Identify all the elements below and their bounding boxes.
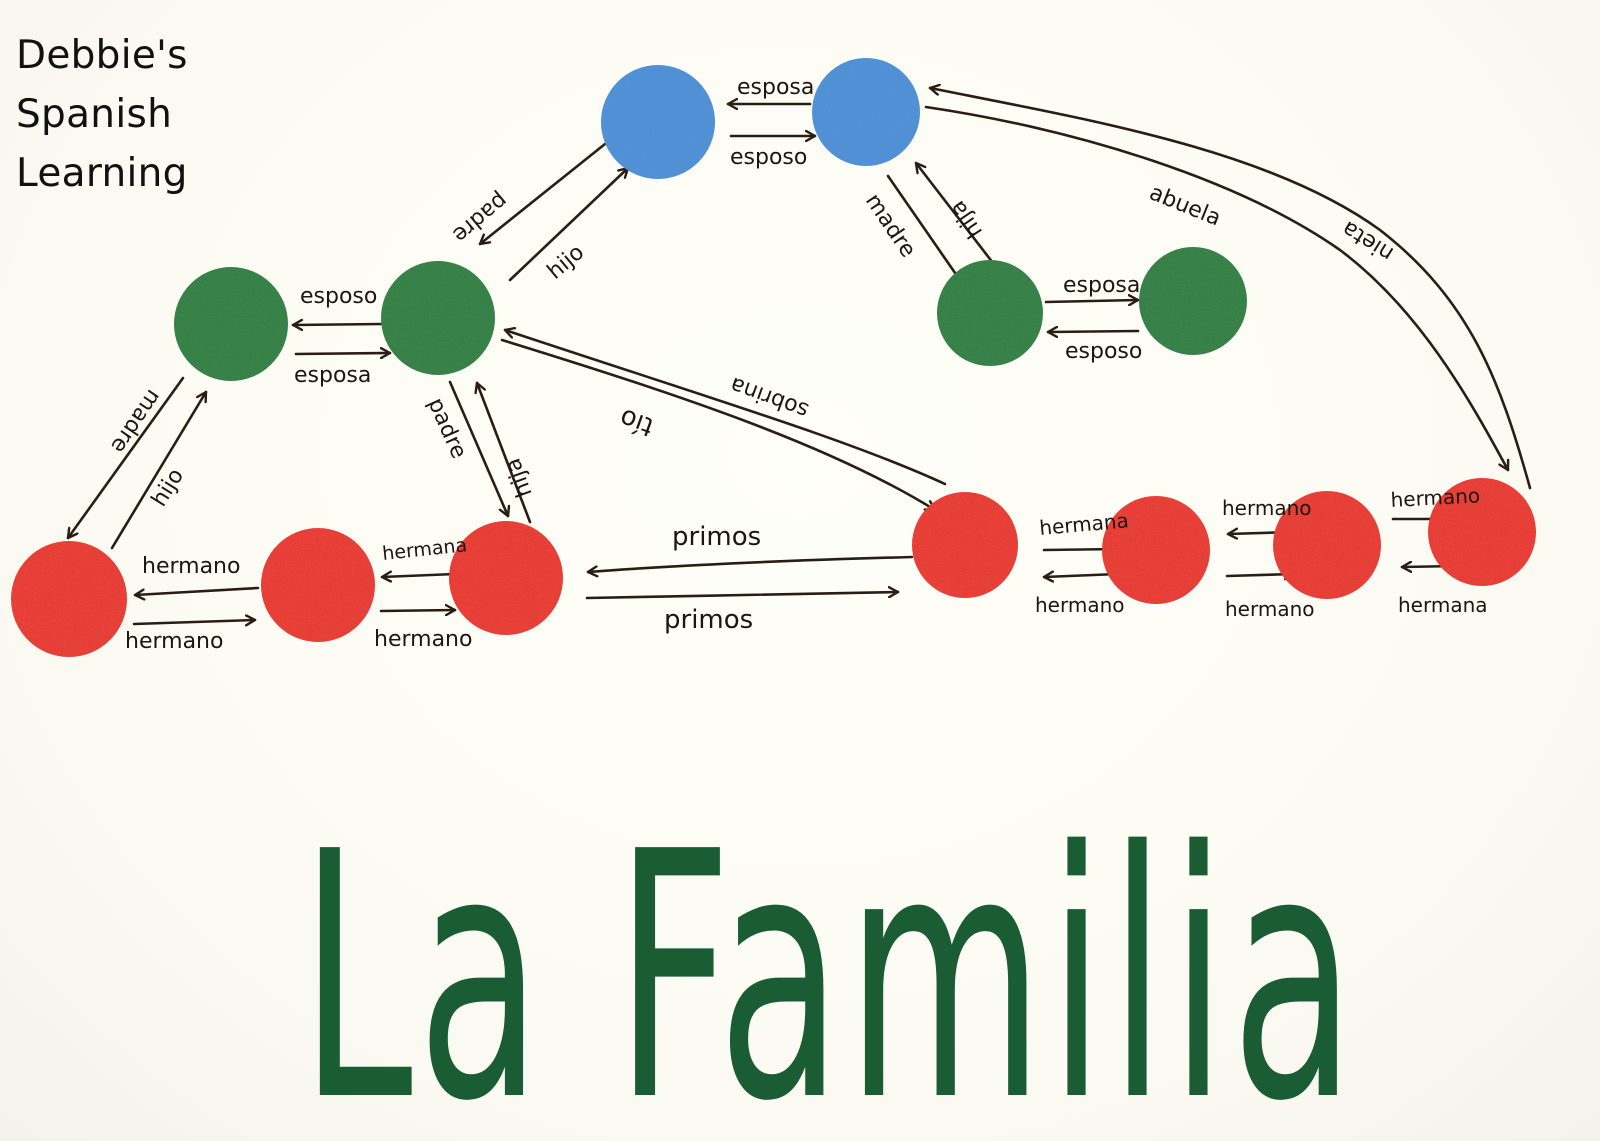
arrow-nieta-nieta-abuela (928, 88, 1532, 490)
arrow-padre-tio-prima (448, 380, 508, 518)
label-hermano-d: hermano (374, 627, 472, 652)
arrow-sobrina-sobrina-tio (503, 330, 947, 486)
arrow-hermana-prima-primo2 (380, 574, 457, 577)
label-hermano-f: hermano (1035, 593, 1125, 617)
label-hermano-g: hermano (1222, 496, 1312, 520)
label-hijo-bottom-left: hijo (147, 464, 189, 511)
arrow-esposa-tia-tio (294, 353, 392, 354)
watermark-line-2: Spanish (16, 92, 173, 137)
watermark-line-1: Debbie's (16, 33, 188, 78)
label-hermano-i: hermano (1390, 483, 1481, 512)
label-hija-mid: hija (501, 455, 538, 501)
arrow-tio-tio-sobrina (500, 338, 937, 512)
node-tio (381, 261, 495, 375)
arrow-hermano-primo1-primo2 (132, 620, 257, 624)
label-esposa-right: esposa (1063, 273, 1140, 298)
arrow-esposo-tio-tia (291, 324, 384, 325)
nodes (11, 58, 1536, 657)
title-text: La Familia (300, 780, 1360, 1141)
label-hermano-b: hermano (125, 629, 223, 654)
label-sobrina: sobrina (727, 371, 812, 422)
node-primo1 (11, 541, 127, 657)
label-hermana-j: hermana (1398, 593, 1488, 617)
node-hermano2 (1273, 491, 1381, 599)
label-primos-top: primos (672, 522, 761, 552)
node-tia-politica (174, 267, 288, 381)
label-primos-bottom: primos (664, 605, 753, 635)
label-madre-left: madre (105, 385, 165, 458)
arrow-hija-prima-tio (477, 381, 532, 524)
arrow-hija-madre-abuela (914, 161, 995, 265)
edges (66, 88, 1532, 624)
arrow-hijo-primo1-tia (110, 390, 208, 550)
label-tio: tío (616, 402, 658, 442)
arrow-esposa-madre-padre (1044, 300, 1140, 302)
node-hermano1 (1102, 496, 1210, 604)
arrow-primos-sobrina-prima (586, 555, 914, 572)
arrow-hijo-tio-abuelo (508, 166, 630, 282)
arrow-madre-tia-primo1 (66, 376, 185, 540)
node-prima (449, 521, 563, 635)
arrow-padre-abuelo-tio (478, 138, 612, 246)
label-esposo-top: esposo (730, 145, 807, 170)
arrow-madre-abuela-madre (886, 174, 964, 285)
arrow-hermano-primo2-primo1 (133, 586, 260, 595)
label-madre-right: madre (860, 189, 920, 262)
label-hijo-left: hijo (543, 240, 589, 285)
arrow-hermano-primo2-prima (379, 610, 457, 611)
label-hermano-h: hermano (1225, 597, 1315, 621)
watermark-line-3: Learning (16, 151, 188, 196)
arrow-hermano-hermano1-sobrina (1042, 574, 1120, 577)
node-madre (937, 260, 1043, 366)
node-padre (1139, 247, 1247, 355)
label-padre-mid: padre (423, 394, 472, 462)
label-hija-right: hija (945, 196, 988, 243)
node-nieta (1428, 478, 1536, 586)
arrow-abuela-abuela-nieta (924, 105, 1508, 472)
label-padre-left: padre (447, 187, 512, 247)
label-esposo-right: esposo (1065, 339, 1142, 364)
node-sobrina (912, 492, 1018, 598)
node-abuela (812, 58, 920, 166)
label-esposo-left: esposo (300, 284, 377, 309)
arrow-primos-prima-sobrina (585, 592, 900, 600)
label-hermano-a: hermano (142, 554, 240, 579)
label-abuela: abuela (1146, 180, 1224, 231)
label-esposa-left: esposa (294, 363, 371, 388)
node-primo2 (261, 528, 375, 642)
watermark: Debbie's Spanish Learning (16, 26, 188, 203)
arrow-esposo-padre-madre (1046, 331, 1140, 332)
label-esposa-top: esposa (737, 75, 814, 100)
title-la-familia: La Familia (300, 780, 1360, 1141)
node-abuelo (601, 65, 715, 179)
